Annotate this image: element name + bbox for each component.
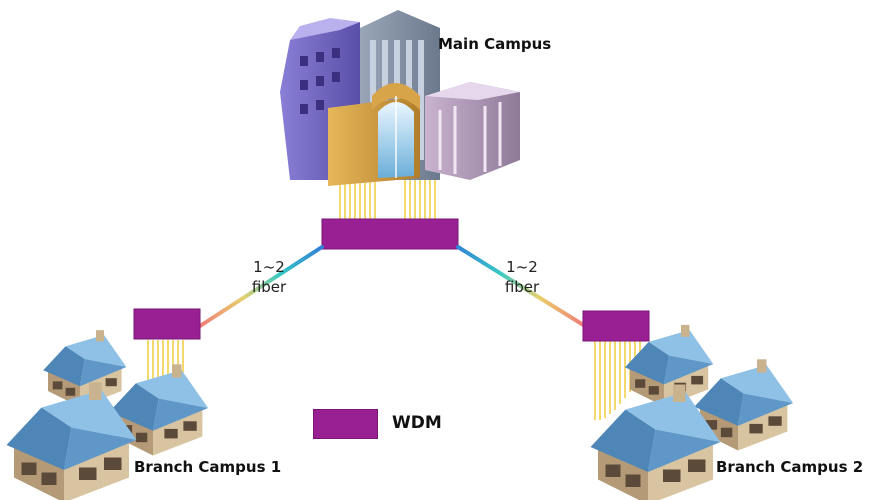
wdm-branch-1 <box>133 308 201 340</box>
fiber-word-right: fiber <box>504 278 540 296</box>
main-fiber-strands <box>339 180 436 220</box>
branch-campus-1-label: Branch Campus 1 <box>134 458 282 476</box>
fiber-count-left: 1~2 <box>253 258 285 276</box>
main-campus-label: Main Campus <box>438 35 552 53</box>
wdm-branch-2 <box>582 310 650 342</box>
fiber-link-left <box>198 245 324 328</box>
fiber-label-left: 1~2 fiber <box>246 257 292 297</box>
fiber-count-right: 1~2 <box>506 258 538 276</box>
fiber-word-left: fiber <box>251 278 287 296</box>
branch-campus-2-label: Branch Campus 2 <box>716 458 864 476</box>
fiber-link-right <box>456 245 587 328</box>
wdm-legend-label: WDM <box>392 413 442 433</box>
wdm-legend-swatch <box>313 409 378 439</box>
main-campus-buildings-icon <box>280 10 520 186</box>
fiber-label-right: 1~2 fiber <box>499 257 545 297</box>
wdm-main <box>321 218 459 250</box>
